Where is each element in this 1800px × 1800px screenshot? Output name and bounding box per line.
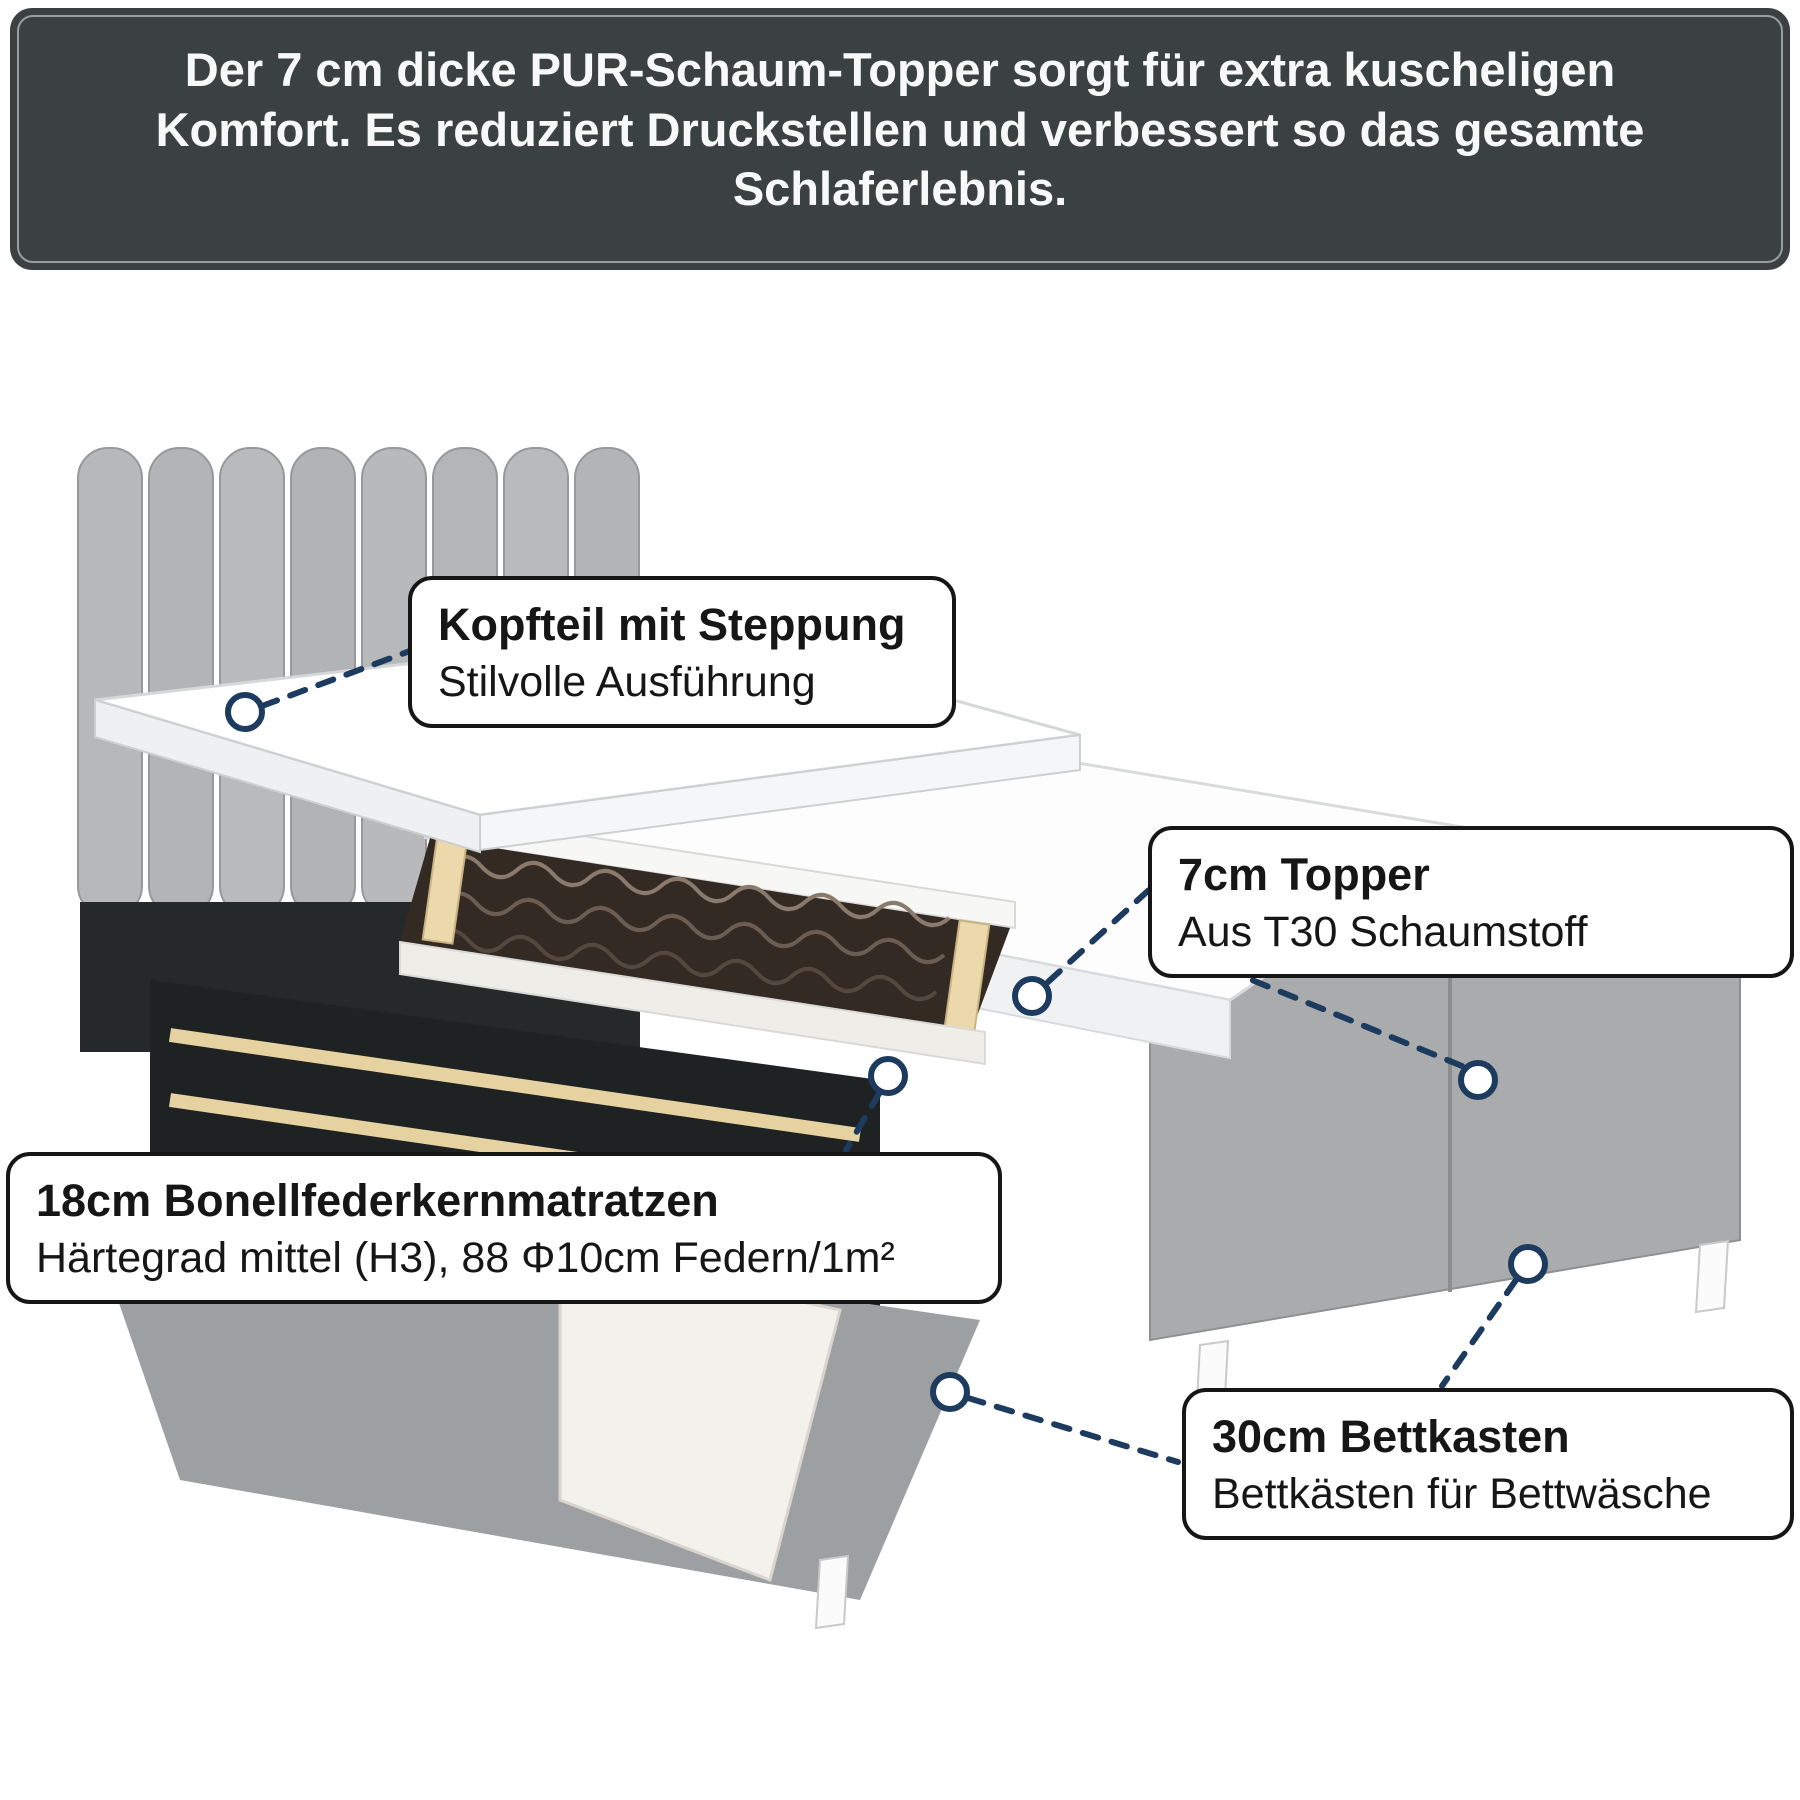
callout-topper-subtitle: Aus T30 Schaumstoff <box>1178 907 1588 956</box>
callout-storage-subtitle: Bettkästen für Bettwäsche <box>1212 1469 1712 1518</box>
anchor-dots <box>225 692 1548 1412</box>
anchor-dot-storage-left <box>930 1372 970 1412</box>
anchor-dot-topper <box>1012 976 1052 1016</box>
callout-storage-title: 30cm Bettkasten <box>1212 1411 1570 1462</box>
callout-headboard: Kopfteil mit Steppung Stilvolle Ausführu… <box>408 576 956 728</box>
callout-headboard-subtitle: Stilvolle Ausführung <box>438 657 816 706</box>
leader-line-headboard <box>259 645 421 709</box>
callout-topper: 7cm Topper Aus T30 Schaumstoff <box>1148 826 1794 978</box>
top-banner: Der 7 cm dicke PUR-Schaum-Topper sorgt f… <box>10 8 1790 270</box>
anchor-dot-base-right <box>1458 1060 1498 1100</box>
spring-core <box>399 810 1016 1066</box>
anchor-dot-mattress <box>868 1056 908 1096</box>
banner-text: Der 7 cm dicke PUR-Schaum-Topper sorgt f… <box>155 43 1645 216</box>
callout-storage: 30cm Bettkasten Bettkästen für Bettwäsch… <box>1182 1388 1794 1540</box>
leader-line-topper <box>1045 875 1165 985</box>
callout-mattress: 18cm Bonellfederkernmatratzen Härtegrad … <box>6 1152 1002 1304</box>
bed-foot <box>814 1554 850 1630</box>
leader-line-topper-2 <box>1249 977 1465 1069</box>
callout-mattress-subtitle: Härtegrad mittel (H3), 88 Φ10cm Federn/1… <box>36 1233 895 1282</box>
anchor-dot-headboard <box>225 692 265 732</box>
callout-topper-title: 7cm Topper <box>1178 849 1430 900</box>
leader-line-mattress <box>843 1089 883 1153</box>
leader-lines <box>259 645 1519 1465</box>
anchor-dot-storage-right <box>1508 1244 1548 1284</box>
leader-line-storage-2 <box>1439 1277 1519 1389</box>
bed-foot <box>1694 1239 1730 1314</box>
callout-mattress-title: 18cm Bonellfederkernmatratzen <box>36 1175 719 1226</box>
leader-line-storage <box>965 1395 1181 1465</box>
callout-headboard-title: Kopfteil mit Steppung <box>438 599 906 650</box>
